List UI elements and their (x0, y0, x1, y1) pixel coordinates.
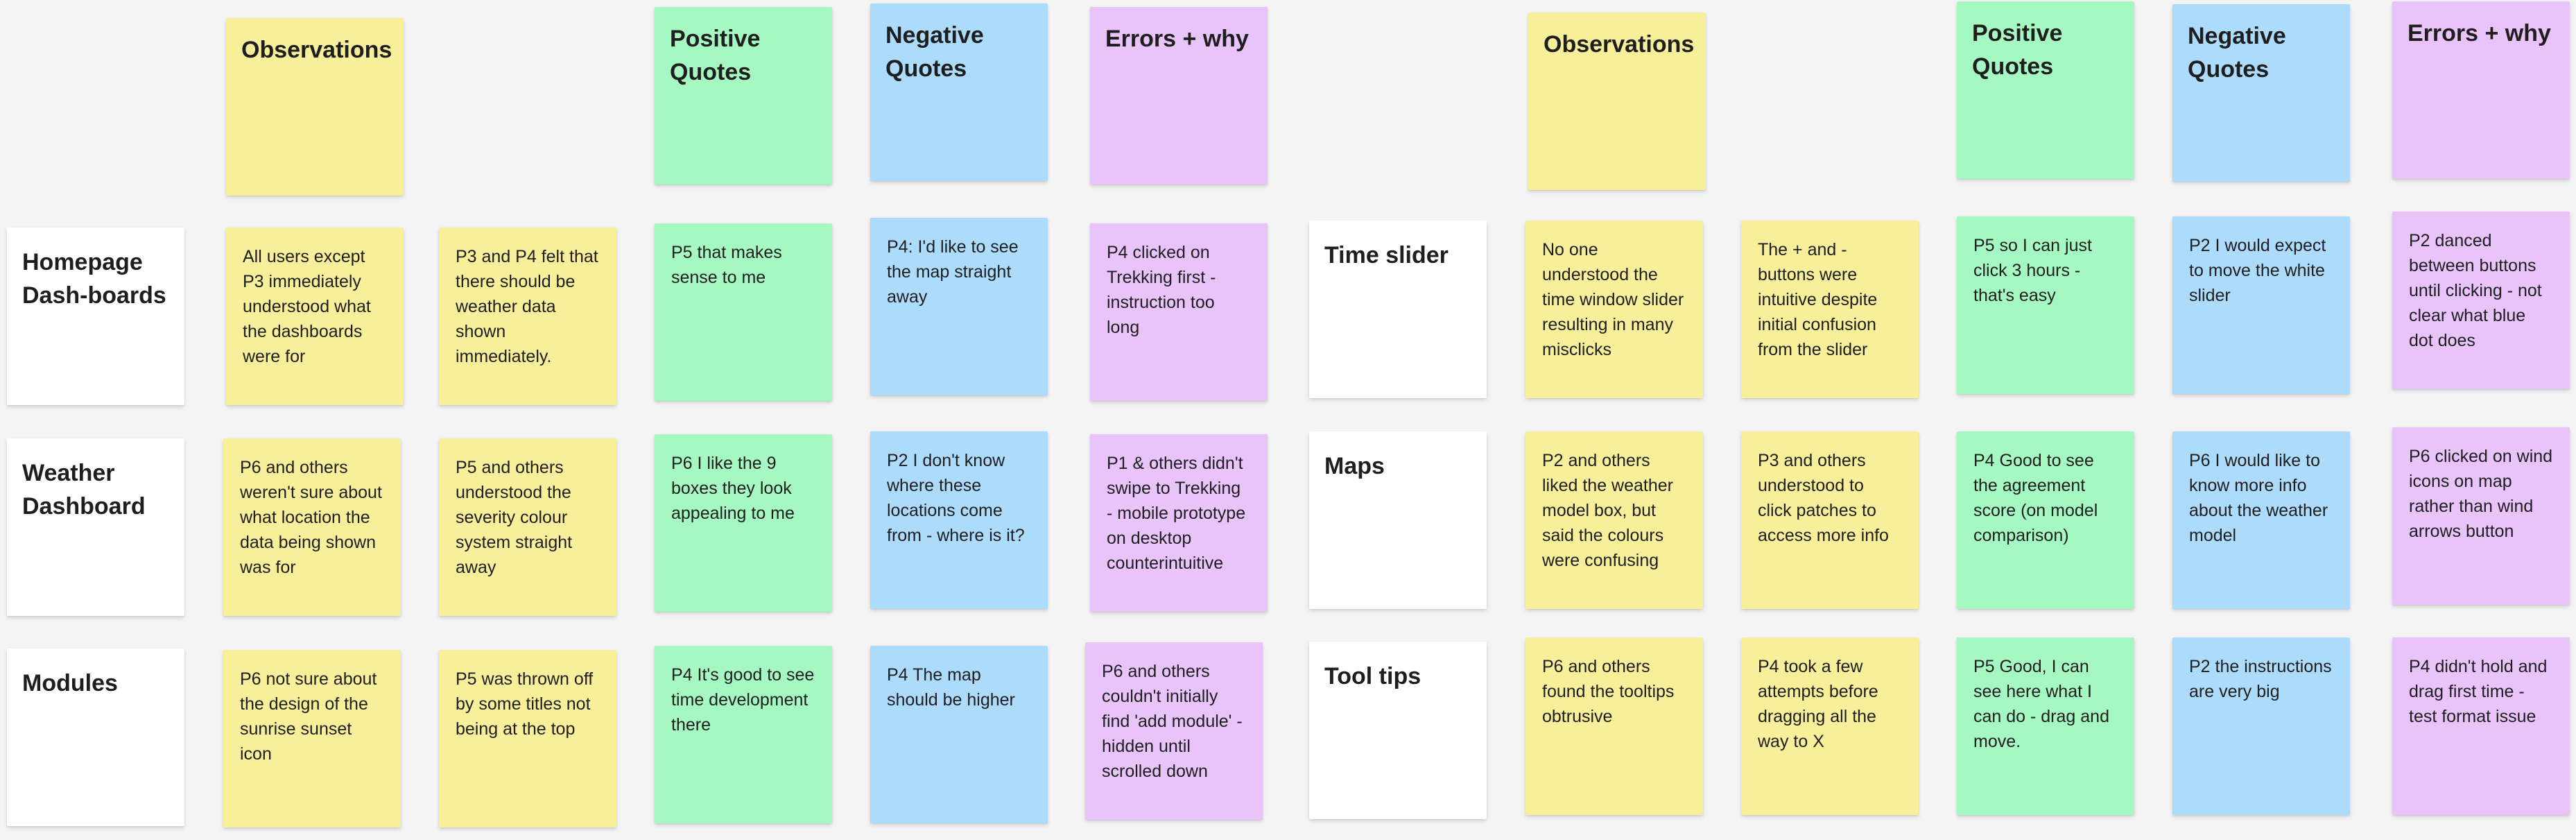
positive-quote-note[interactable]: P4 It's good to see time development the… (655, 646, 832, 823)
positive-quote-note[interactable]: P5 Good, I can see here what I can do - … (1957, 637, 2134, 815)
negative-quote-note[interactable]: P2 I don't know where these locations co… (870, 431, 1048, 609)
observation-note[interactable]: P6 and others found the tooltips obtrusi… (1525, 637, 1703, 815)
header-observations[interactable]: Observations (1528, 12, 1706, 190)
positive-quote-note[interactable]: P4 Good to see the agreement score (on m… (1957, 431, 2134, 609)
observation-note[interactable]: P5 was thrown off by some titles not bei… (439, 650, 616, 828)
negative-quote-note[interactable]: P6 I would like to know more info about … (2172, 431, 2350, 609)
row-label-homepage-dashboards[interactable]: Homepage Dash-boards (7, 228, 184, 405)
negative-quote-note[interactable]: P2 I would expect to move the white slid… (2172, 216, 2350, 394)
observation-note[interactable]: P6 and others weren't sure about what lo… (223, 438, 401, 616)
negative-quote-note[interactable]: P4 The map should be higher (870, 646, 1048, 823)
positive-quote-note[interactable]: P5 that makes sense to me (655, 223, 832, 401)
observation-note[interactable]: P6 not sure about the design of the sunr… (223, 650, 401, 828)
negative-quote-note[interactable]: P2 the instructions are very big (2172, 637, 2350, 815)
header-positive-quotes[interactable]: Positive Quotes (655, 7, 832, 185)
positive-quote-note[interactable]: P5 so I can just click 3 hours - that's … (1957, 216, 2134, 394)
observation-note[interactable]: P3 and others understood to click patche… (1741, 431, 1919, 609)
error-note[interactable]: P6 clicked on wind icons on map rather t… (2392, 427, 2570, 605)
row-label-tool-tips[interactable]: Tool tips (1309, 642, 1487, 819)
observation-note[interactable]: P5 and others understood the severity co… (439, 438, 616, 616)
observation-note[interactable]: No one understood the time window slider… (1525, 221, 1703, 398)
header-negative-quotes[interactable]: Negative Quotes (2172, 4, 2350, 182)
negative-quote-note[interactable]: P4: I'd like to see the map straight awa… (870, 218, 1048, 395)
observation-note[interactable]: P2 and others liked the weather model bo… (1525, 431, 1703, 609)
row-label-maps[interactable]: Maps (1309, 431, 1487, 609)
observation-note[interactable]: The + and - buttons were intuitive despi… (1741, 221, 1919, 398)
row-label-weather-dashboard[interactable]: Weather Dashboard (7, 438, 184, 616)
error-note[interactable]: P1 & others didn't swipe to Trekking - m… (1090, 434, 1268, 612)
error-note[interactable]: P6 and others couldn't initially find 'a… (1085, 642, 1263, 820)
observation-note[interactable]: P4 took a few attempts before dragging a… (1741, 637, 1919, 815)
header-observations[interactable]: Observations (226, 18, 404, 196)
header-negative-quotes[interactable]: Negative Quotes (870, 3, 1048, 181)
observation-note[interactable]: P3 and P4 felt that there should be weat… (439, 228, 616, 405)
error-note[interactable]: P2 danced between buttons until clicking… (2392, 212, 2570, 389)
error-note[interactable]: P4 clicked on Trekking first - instructi… (1090, 223, 1268, 401)
observation-note[interactable]: All users except P3 immediately understo… (226, 228, 404, 405)
header-errors-why[interactable]: Errors + why (2392, 1, 2570, 179)
error-note[interactable]: P4 didn't hold and drag first time - tes… (2392, 637, 2570, 815)
positive-quote-note[interactable]: P6 I like the 9 boxes they look appealin… (655, 434, 832, 612)
header-positive-quotes[interactable]: Positive Quotes (1957, 1, 2134, 179)
row-label-modules[interactable]: Modules (7, 649, 184, 826)
row-label-time-slider[interactable]: Time slider (1309, 221, 1487, 398)
header-errors-why[interactable]: Errors + why (1090, 7, 1268, 185)
